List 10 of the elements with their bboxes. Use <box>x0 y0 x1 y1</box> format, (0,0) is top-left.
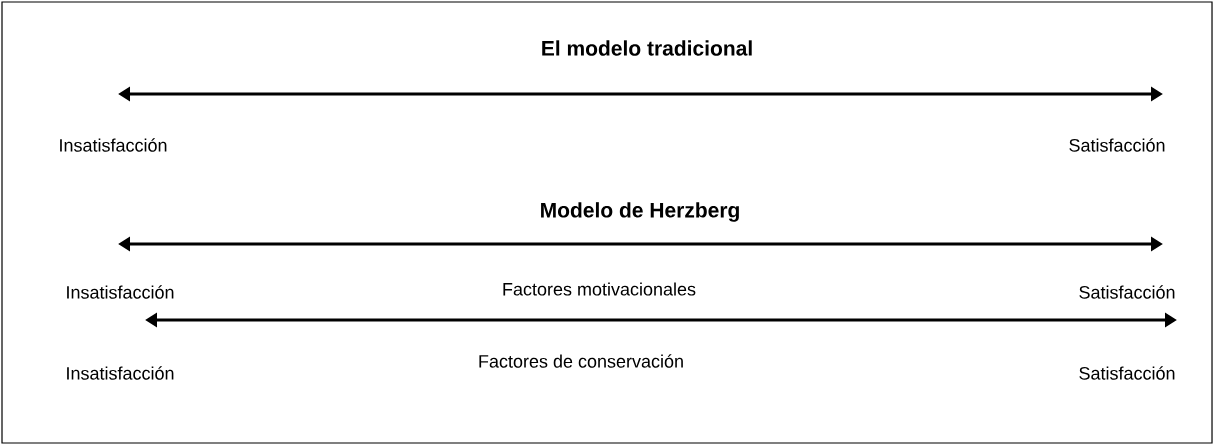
scale-label: Factores de conservación <box>479 354 683 368</box>
scale-label: Insatisfacción <box>67 366 174 380</box>
scale-label: Satisfacción <box>1069 138 1165 152</box>
scale-label: Satisfacción <box>1079 285 1175 299</box>
scale-label: Insatisfacción <box>60 138 167 152</box>
heading: Modelo de Herzberg <box>541 202 739 222</box>
heading: El modelo tradicional <box>542 40 752 56</box>
scale-label: Satisfacción <box>1079 366 1175 380</box>
scale-label: Factores motivacionales <box>503 282 696 296</box>
scale-label: Insatisfacción <box>67 285 174 299</box>
